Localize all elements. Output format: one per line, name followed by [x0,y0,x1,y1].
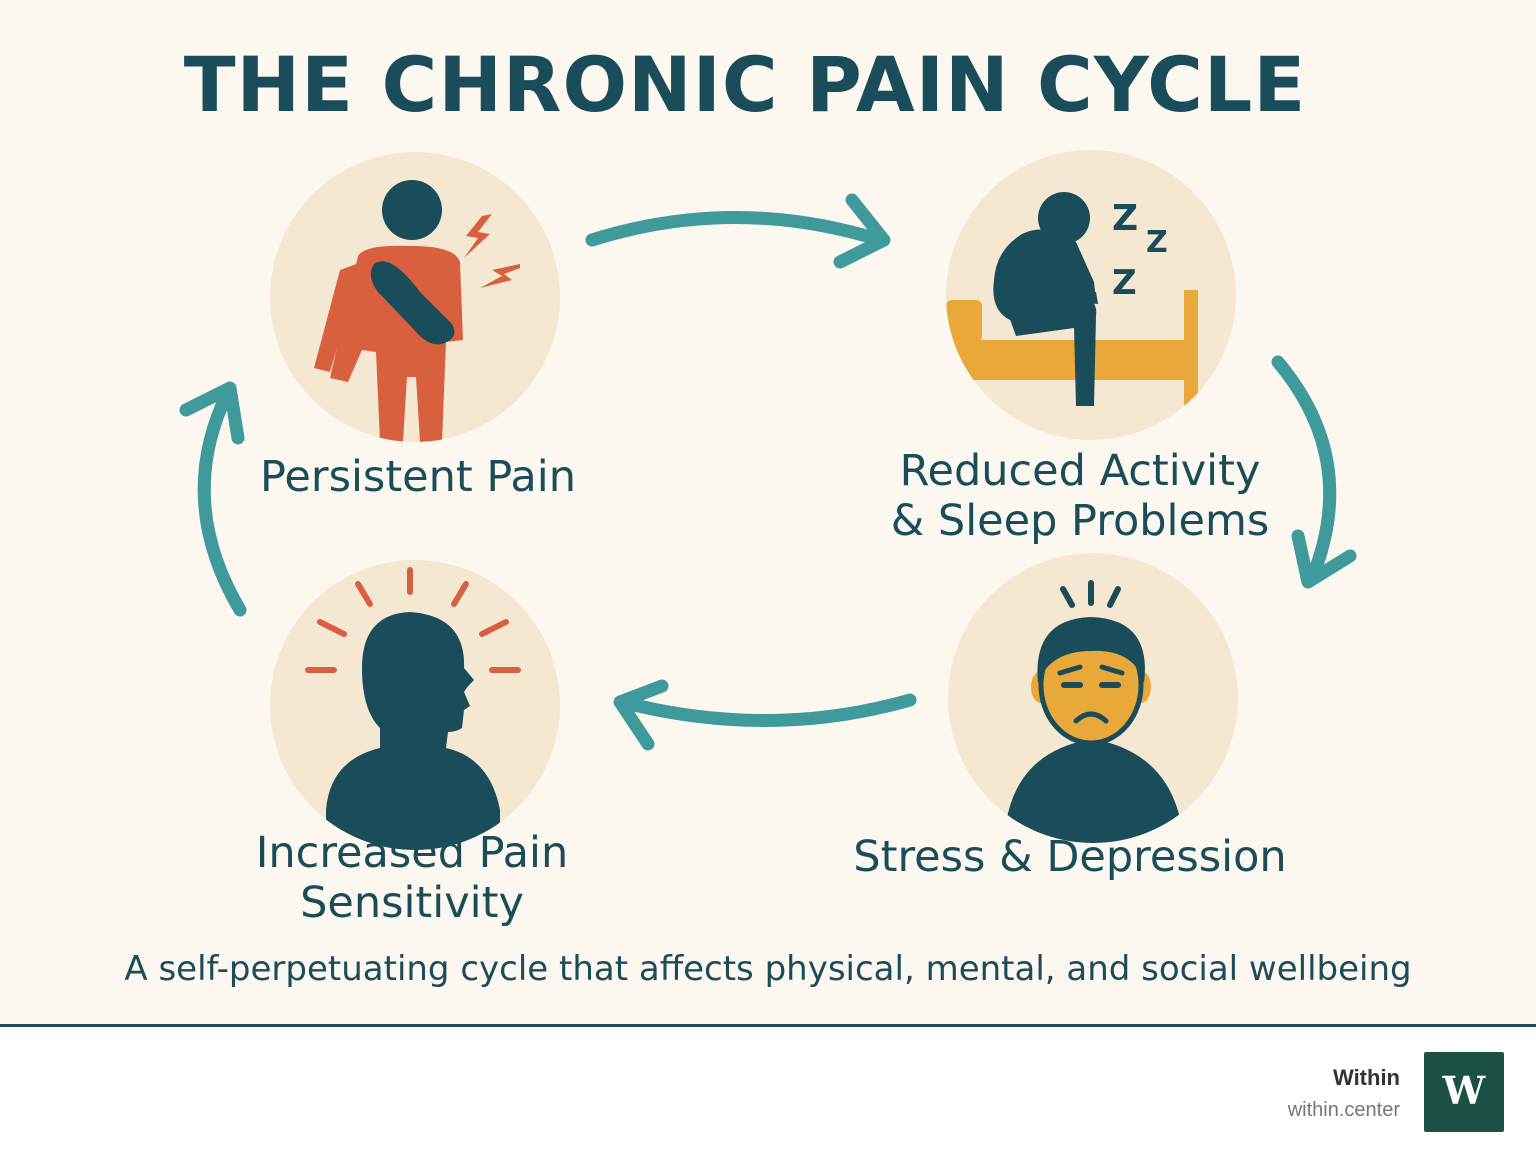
brand-url[interactable]: within.center [1287,1099,1400,1121]
arrow-activity-to-stress [1271,355,1357,589]
svg-text:Z: Z [1112,198,1138,239]
svg-text:Z: Z [1112,263,1137,303]
caption: A self-perpetuating cycle that affects p… [124,949,1412,989]
arrow-sensitivity-to-pain [179,381,247,617]
infographic: THE CHRONIC PAIN CYCLE [0,0,1536,1024]
person-sitting-on-bed-sleep-icon: Z Z Z [946,192,1198,406]
cycle-arrows [179,193,1357,751]
stage-label-increased-sensitivity: Increased Pain Sensitivity [255,828,569,928]
head-sensitivity-icon [305,567,521,850]
arrow-stress-to-sensitivity [613,679,917,751]
logo-letter-svg: W [1442,1068,1487,1113]
logo-letter: W [1442,1068,1487,1113]
within-logo-icon[interactable]: W [1424,1052,1504,1132]
person-shoulder-pain-icon [314,180,520,442]
page-title: THE CHRONIC PAIN CYCLE [183,40,1307,129]
stage-increased-sensitivity-circle [270,560,560,850]
stage-label-stress-depression: Stress & Depression [853,832,1287,882]
arrow-pain-to-activity [585,193,891,269]
stage-persistent-pain-circle [270,152,560,442]
stage-label-reduced-activity: Reduced Activity & Sleep Problems [890,446,1270,546]
footer-divider [0,1024,1536,1027]
stage-stress-depression-circle [948,553,1238,843]
sad-face-person-icon [1004,580,1184,843]
brand-name[interactable]: Within [1333,1065,1400,1090]
footer: Within within.center W [0,1027,1536,1154]
svg-text:Z: Z [1146,225,1168,260]
stage-label-persistent-pain: Persistent Pain [260,452,576,502]
stage-reduced-activity-circle: Z Z Z [946,150,1236,440]
